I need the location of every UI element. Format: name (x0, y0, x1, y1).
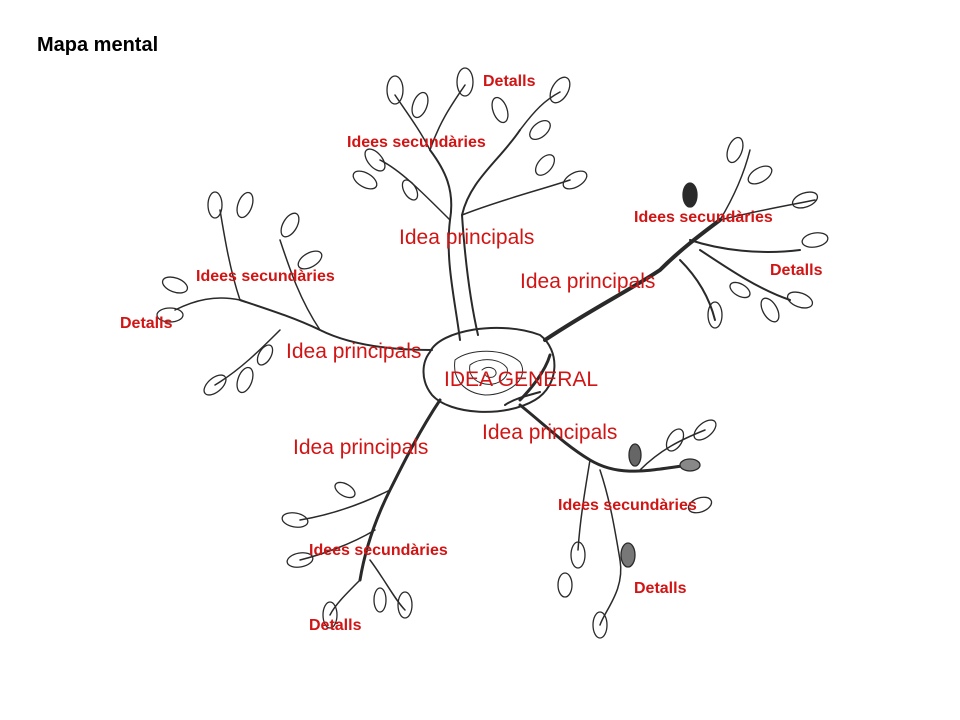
label-details-top: Detalls (483, 73, 536, 90)
label-secondary-upper-right: Idees secundàries (634, 209, 773, 226)
label-secondary-lower-right: Idees secundàries (558, 497, 697, 514)
label-principal-top: Idea principals (399, 226, 535, 249)
label-details-upper-right: Detalls (770, 262, 823, 279)
page-title: Mapa mental (37, 34, 159, 56)
branch-lower-right (518, 403, 717, 639)
label-details-lower-left: Detalls (309, 617, 362, 634)
label-secondary-top: Idees secundàries (347, 134, 486, 151)
branch-left (156, 191, 433, 396)
label-secondary-lower-left: Idees secundàries (309, 542, 448, 559)
cell-body (422, 326, 556, 413)
label-details-lower-right: Detalls (634, 580, 687, 597)
branch-top (352, 67, 588, 341)
label-principal-upper-right: Idea principals (520, 270, 656, 293)
label-idea-general: IDEA GENERAL (444, 368, 599, 391)
label-secondary-left: Idees secundàries (196, 268, 335, 285)
label-details-left: Detalls (120, 315, 173, 332)
label-principal-left: Idea principals (286, 340, 422, 363)
label-principal-lower-right: Idea principals (482, 421, 618, 444)
branch-upper-right (543, 136, 829, 342)
branch-lower-left (281, 398, 442, 629)
label-principal-lower-left: Idea principals (293, 436, 429, 459)
